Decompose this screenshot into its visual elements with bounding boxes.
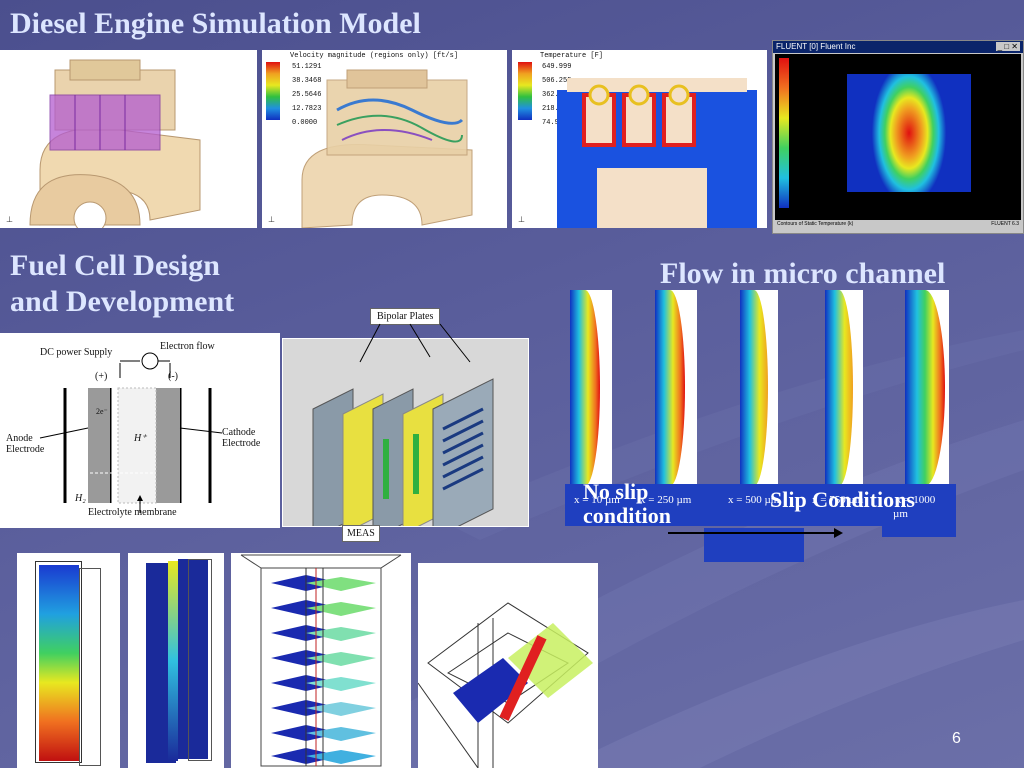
temperature-panel: Temperature [F] 649.999 506.255 362.477 …: [512, 50, 767, 228]
plus-label: (+): [95, 371, 108, 382]
cell-sim-outline: [35, 561, 82, 763]
temperature-tick: 218.688: [542, 105, 572, 113]
cell-sim-frame: [188, 559, 212, 761]
channel-plot: [740, 290, 778, 486]
hplus-label: H⁺: [134, 433, 147, 444]
cathode-label-line2: Electrode: [222, 438, 261, 449]
fuel-cell-schematic: [39, 352, 223, 513]
fuel-cell-diagram: DC power Supply Electron flow (+) (-) An…: [0, 333, 280, 528]
anode-label: Anode Electrode: [6, 433, 44, 455]
channel-plot: [570, 290, 612, 486]
cell-sim-strip: [168, 561, 178, 761]
electrolyte-label: Electrolyte membrane: [88, 507, 177, 518]
cell-sim-block: [178, 559, 208, 759]
engine-model-image: ⊥: [6, 59, 201, 228]
cell-sim-gradient: [39, 565, 79, 761]
bipolar-plates-label: Bipolar Plates: [370, 308, 441, 325]
svg-text:⊥: ⊥: [6, 215, 13, 224]
x-label: x = 500 µm: [728, 494, 780, 506]
micro-channel-plots: [570, 288, 950, 488]
minus-label: (-): [168, 371, 178, 382]
cell-sim-panel-2: [128, 553, 224, 768]
velocity-tick: 0.0000: [292, 119, 318, 127]
channel-plot: [905, 290, 949, 486]
velocity-ticks: 51.1291 38.3468 25.5646 12.7823 0.0000: [292, 60, 321, 130]
velocity-image: ⊥: [268, 69, 473, 228]
fuel-cell-stack-panel: [282, 338, 529, 540]
cell-sim-frame: [79, 568, 101, 766]
slip-label: Slip Conditions: [770, 487, 915, 512]
velocity-tick: 12.7823: [292, 105, 322, 113]
stack-slices-panel: [231, 553, 411, 768]
fluent-contour: [847, 74, 971, 192]
x-label: x = 10 µm: [574, 494, 620, 506]
fuel-cell-stack-image: [312, 378, 494, 540]
fluent-footer-left: Contours of Static Temperature (k): [777, 221, 854, 227]
micro-channel-heading: Flow in micro channel: [660, 257, 946, 290]
two-electron-label: 2e⁻: [96, 407, 108, 416]
velocity-colorbar: [266, 62, 280, 120]
x-label: x = 750 µm: [812, 494, 864, 506]
channel-plot: [825, 290, 863, 486]
dc-power-label: DC power Supply: [40, 347, 113, 358]
temperature-tick: 506.255: [542, 77, 572, 85]
temperature-title: Temperature [F]: [540, 52, 604, 60]
single-cell-3d-panel: [418, 563, 598, 768]
window-controls[interactable]: _ □ ✕: [995, 42, 1020, 51]
fuel-cell-heading-line1: Fuel Cell Design: [10, 249, 220, 282]
no-slip-line2: condition: [583, 503, 672, 529]
h2-label: H₂: [75, 493, 86, 504]
stack-slices-image: [240, 554, 402, 767]
temperature-colorbar: [518, 62, 532, 120]
velocity-tick: 38.3468: [292, 77, 322, 85]
label-box: [882, 484, 956, 537]
temperature-tick: 74.967: [542, 119, 568, 127]
fluent-canvas: [775, 54, 1021, 220]
fuel-cell-heading: Fuel Cell Design and Development: [10, 248, 234, 320]
temperature-tick: 649.999: [542, 63, 572, 71]
anode-label-line1: Anode: [6, 433, 33, 444]
svg-text:⊥: ⊥: [518, 215, 525, 224]
x-label: x = 250 µm: [640, 494, 692, 506]
temperature-ticks: 649.999 506.255 362.477 218.688 74.967: [542, 60, 571, 130]
single-cell-3d-image: [418, 602, 593, 768]
cathode-label: Cathode Electrode: [222, 427, 260, 449]
meas-label: MEAS: [342, 525, 380, 542]
no-slip-label: No slip condition: [583, 479, 672, 529]
velocity-title: Velocity magnitude (regions only) [ft/s]: [290, 52, 459, 60]
velocity-tick: 51.1291: [292, 63, 322, 71]
velocity-panel: Velocity magnitude (regions only) [ft/s]…: [262, 50, 507, 228]
channel-plot: [655, 290, 697, 486]
no-slip-line1: No slip: [583, 479, 649, 504]
fluent-title-bar: FLUENT [0] Fluent Inc: [773, 41, 1023, 53]
electron-flow-label: Electron flow: [160, 341, 215, 352]
bipolar-arrows: [359, 323, 471, 363]
temperature-tick: 362.477: [542, 91, 572, 99]
velocity-tick: 25.5646: [292, 91, 322, 99]
fluent-footer-right: FLUENT 6.3: [991, 221, 1019, 227]
cell-sim-panel-1: [17, 553, 120, 768]
x-label-unit: µm: [893, 508, 908, 520]
page-number: 6: [952, 730, 961, 747]
engine-model-panel: ⊥: [0, 50, 257, 228]
fluent-colorbar: [779, 58, 789, 208]
flow-arrow: [668, 528, 843, 538]
fluent-window: FLUENT [0] Fluent Inc _ □ ✕ Contours of …: [772, 40, 1024, 234]
cathode-label-line1: Cathode: [222, 427, 256, 438]
temperature-image: ⊥: [518, 78, 757, 228]
diesel-heading: Diesel Engine Simulation Model: [10, 7, 421, 40]
fluent-title: FLUENT [0] Fluent Inc: [776, 42, 856, 51]
anode-label-line2: Electrode: [6, 444, 45, 455]
fuel-cell-heading-line2: and Development: [10, 285, 235, 318]
svg-text:⊥: ⊥: [268, 215, 275, 224]
x-label: x = 1000: [896, 494, 936, 506]
